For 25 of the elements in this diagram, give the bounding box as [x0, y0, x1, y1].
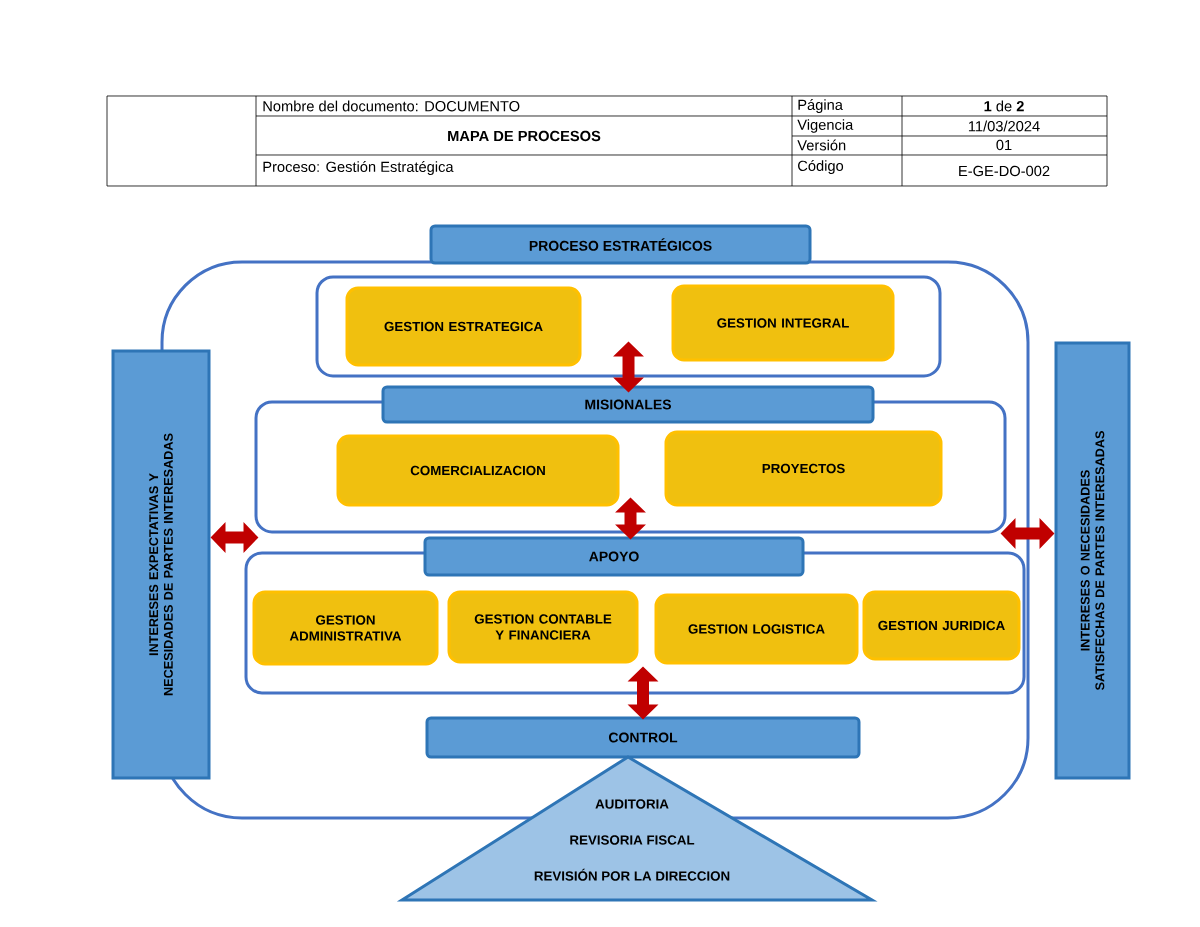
table-cell: Vigencia — [797, 119, 854, 133]
section-header-bar: MISIONALES — [381, 385, 875, 424]
process-box: GESTION INTEGRAL — [671, 284, 895, 362]
table-cell: Código — [798, 160, 844, 174]
stakeholder-box: INTERESES O NECESIDADES SATISFECHAS DE PARTES INTERESADAS — [1054, 341, 1131, 780]
process-box: GESTION CONTABLE Y FINANCIERA — [447, 590, 639, 664]
table-cell: Página — [798, 99, 843, 113]
process-box: COMERCIALIZACION — [336, 434, 620, 507]
stakeholder-box: INTERESES EXPECTATIVAS Y NECESIDADES DE PARTES INTERESADAS — [111, 349, 211, 780]
section-header-bar: PROCESO ESTRATÉGICOS — [429, 224, 812, 265]
process-box: GESTION LOGISTICA — [654, 593, 859, 665]
table-cell: E-GE-DO-002 — [959, 165, 1050, 177]
table-cell: Proceso: Gestión Estratégica — [263, 161, 454, 175]
process-box: PROYECTOS — [664, 430, 943, 507]
table-cell: 01 — [996, 139, 1012, 151]
table-cell: 1 de 2 — [984, 100, 1024, 112]
table-cell: Nombre del documento: DOCUMENTO — [263, 100, 520, 112]
process-box: GESTION ADMINISTRATIVA — [252, 590, 439, 666]
section-header-bar: CONTROL — [425, 716, 861, 759]
table-cell: MAPA DE PROCESOS — [448, 130, 601, 142]
process-box: GESTION ESTRATEGICA — [345, 286, 582, 367]
table-cell: 11/03/2024 — [968, 120, 1040, 132]
process-box: GESTION JURIDICA — [862, 590, 1021, 661]
section-header-bar: APOYO — [423, 536, 805, 577]
table-cell: Versión — [797, 139, 846, 151]
